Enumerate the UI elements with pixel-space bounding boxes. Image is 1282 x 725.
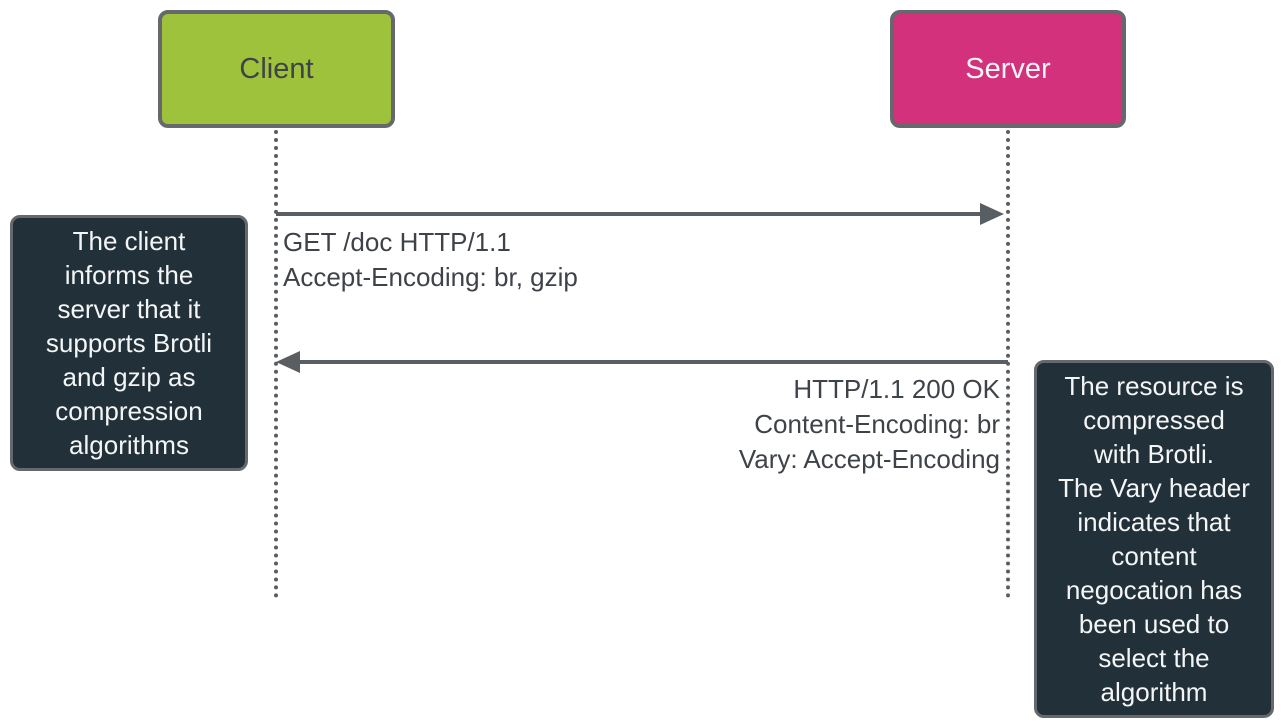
server-lifeline (1006, 130, 1010, 598)
request-arrow-line (276, 212, 982, 216)
response-arrow-line (300, 360, 1008, 364)
response-message: HTTP/1.1 200 OK Content-Encoding: br Var… (738, 374, 1000, 474)
request-arrowhead-icon (980, 203, 1004, 225)
note-server: The resource is compressed with Brotli. … (1034, 360, 1274, 718)
request-message: GET /doc HTTP/1.1 Accept-Encoding: br, g… (283, 227, 578, 292)
actor-client-label: Client (239, 52, 314, 85)
actor-server-label: Server (965, 52, 1051, 85)
actor-client-box: Client (158, 10, 395, 128)
response-arrowhead-icon (276, 351, 300, 373)
actor-server-box: Server (890, 10, 1126, 128)
note-client: The client informs the server that it su… (10, 215, 248, 471)
